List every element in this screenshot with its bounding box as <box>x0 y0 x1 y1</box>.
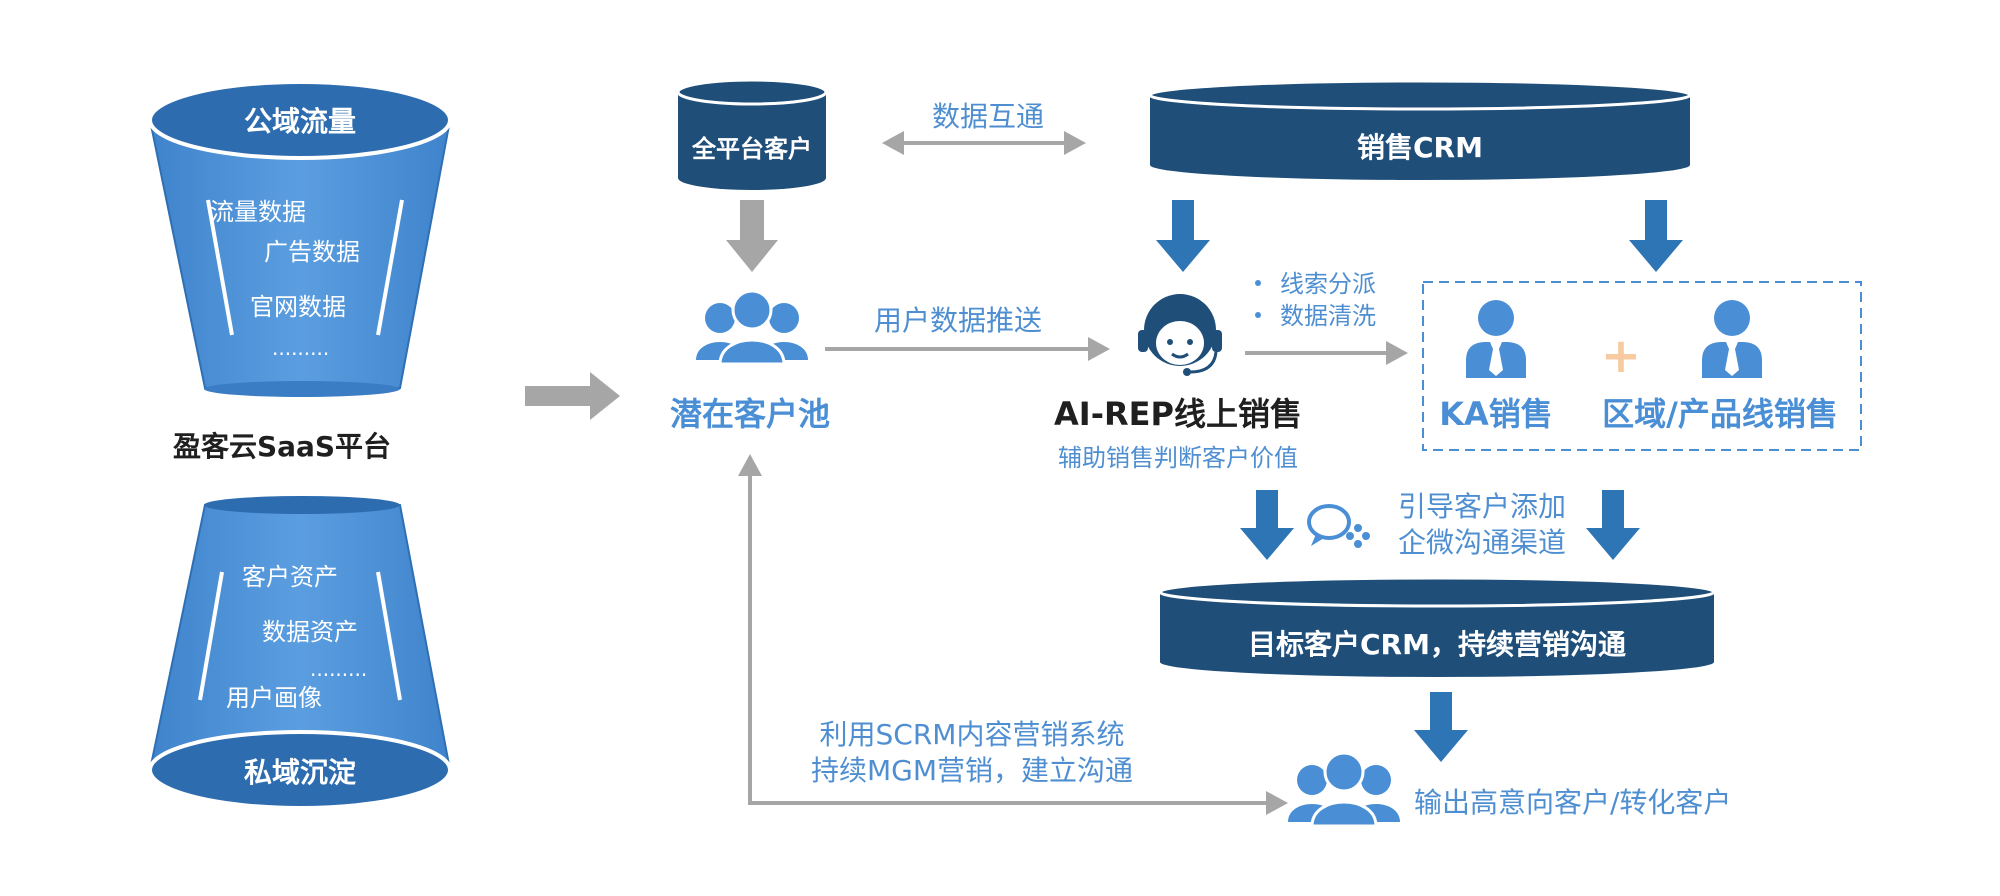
blue-down-arrow-crm-sales <box>1629 200 1683 272</box>
potential-pool-label: 潜在客户池 <box>670 395 830 433</box>
blue-down-arrow-target-output <box>1414 692 1468 762</box>
ai-rep-subtitle: 辅助销售判断客户价值 <box>1058 444 1298 472</box>
public-traffic-funnel <box>148 80 452 397</box>
bullet-dot <box>1255 312 1261 318</box>
salesperson-icon <box>1702 300 1762 378</box>
funnel-top-item: 广告数据 <box>264 238 360 266</box>
platform-label: 盈客云SaaS平台 <box>173 430 391 463</box>
all-platform-customers-label: 全平台客户 <box>691 135 812 163</box>
funnel-top-item: ......... <box>272 336 329 360</box>
gray-block-arrow <box>525 372 620 420</box>
bullet-dot <box>1255 280 1261 286</box>
funnel-top-item: 流量数据 <box>210 198 306 226</box>
all-platform-customers-cylinder <box>676 78 828 190</box>
sales-crm-label: 销售CRM <box>1357 131 1483 164</box>
user-data-push-arrow <box>825 337 1110 361</box>
private-domain-title: 私域沉淀 <box>244 756 357 789</box>
user-data-push-label: 用户数据推送 <box>874 304 1042 337</box>
headset-agent-icon <box>1138 294 1222 376</box>
data-interop-arrow <box>882 131 1086 155</box>
funnel-bottom-item: ......... <box>310 657 367 681</box>
private-domain-funnel <box>148 496 452 810</box>
scrm-line-2: 持续MGM营销，建立沟通 <box>811 754 1133 787</box>
ka-sales-label: KA销售 <box>1439 395 1553 433</box>
sales-crm-cylinder <box>1148 79 1692 180</box>
region-sales-label: 区域/产品线销售 <box>1602 395 1838 433</box>
funnel-top-item: 官网数据 <box>250 293 346 321</box>
wecom-chat-icon <box>1307 504 1370 548</box>
target-crm-label: 目标客户CRM，持续营销沟通 <box>1248 628 1626 661</box>
salesperson-icon <box>1466 300 1526 378</box>
target-crm-cylinder <box>1158 576 1716 677</box>
ai-rep-title: AI-REP线上销售 <box>1054 395 1302 433</box>
plus-sign: + <box>1601 328 1641 384</box>
people-group-icon <box>696 289 808 366</box>
funnel-bottom-item: 客户资产 <box>242 563 338 591</box>
scrm-line-1: 利用SCRM内容营销系统 <box>820 718 1125 751</box>
ai-to-sales-arrow <box>1245 341 1408 365</box>
blue-down-arrow-ai-target <box>1240 490 1294 560</box>
blue-down-arrow-crm-ai <box>1156 200 1210 272</box>
gray-down-arrow <box>726 200 778 272</box>
sales-team-box <box>1422 281 1862 451</box>
data-interop-label: 数据互通 <box>932 100 1044 133</box>
guide-line-2: 企微沟通渠道 <box>1398 526 1566 559</box>
output-people-icon <box>1288 751 1400 828</box>
public-traffic-title: 公域流量 <box>244 105 356 138</box>
guide-line-1: 引导客户添加 <box>1398 490 1566 523</box>
blue-down-arrow-sales-target <box>1586 490 1640 560</box>
output-label: 输出高意向客户/转化客户 <box>1414 786 1731 819</box>
bullet-lead-assign: 线索分派 <box>1280 270 1376 298</box>
scrm-loop-arrow <box>738 454 1288 815</box>
funnel-bottom-item: 用户画像 <box>226 684 322 712</box>
funnel-bottom-item: 数据资产 <box>262 618 358 646</box>
bullet-data-clean: 数据清洗 <box>1280 302 1376 330</box>
